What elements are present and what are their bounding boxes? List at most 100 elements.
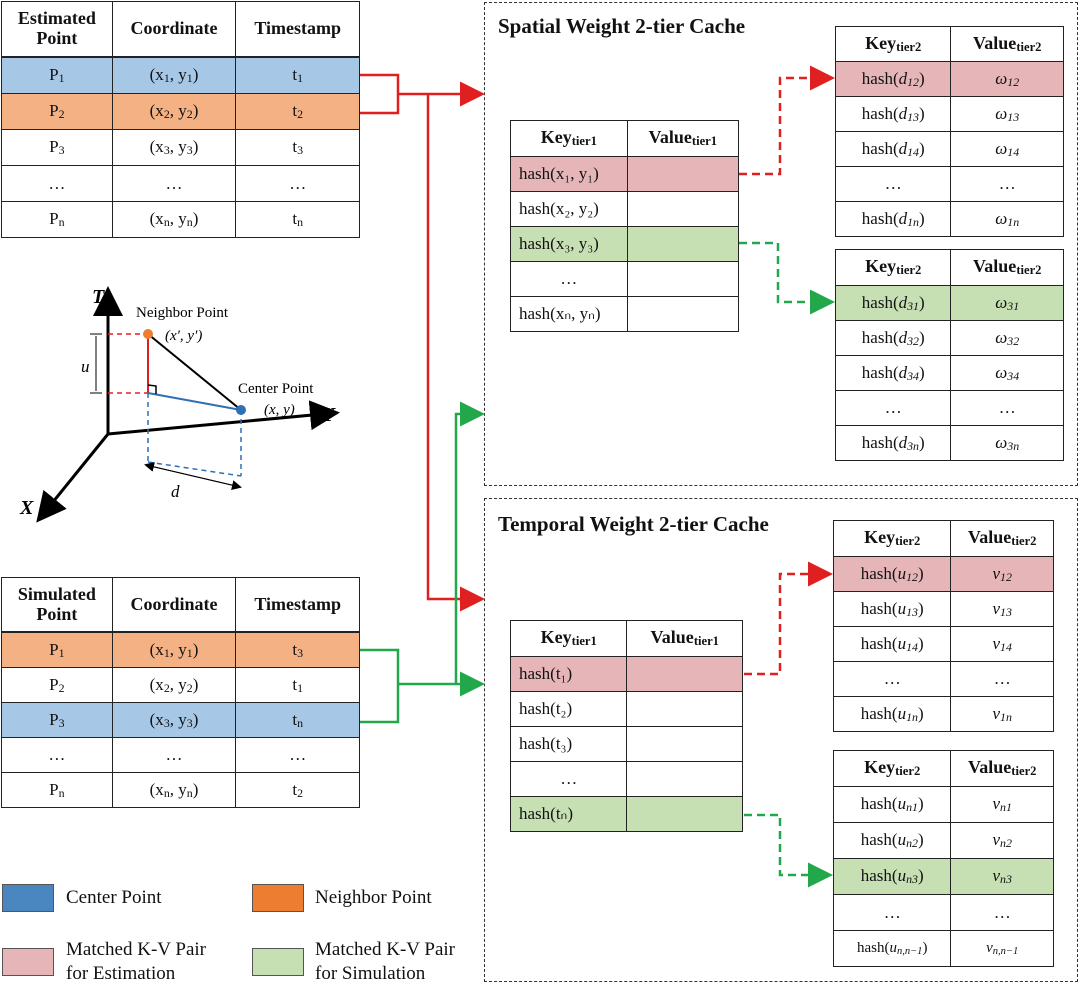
coordinate-cell: …	[111, 165, 237, 202]
center-point-label: Center Point	[238, 381, 314, 397]
tier1-value-cell	[626, 226, 740, 262]
point-cell: Pn	[1, 772, 113, 808]
tier2-row: hash(d34)ω34	[834, 355, 1064, 391]
tier2-value-cell: ω32	[950, 320, 1064, 356]
cell-text: ω	[995, 68, 1008, 88]
cell-text: d	[898, 103, 908, 123]
key-header: Keytier1	[509, 620, 628, 657]
coordinate-cell: (x1, y1)	[111, 57, 237, 94]
cell-subscript: n3	[1000, 872, 1012, 886]
cell-text: , y	[169, 137, 187, 156]
tier1-key-cell: hash(x₁, y₁)	[510, 156, 628, 192]
cell-text: (x	[149, 779, 164, 799]
cell-text: d	[898, 68, 908, 88]
cell-subscript: 31	[907, 298, 919, 313]
tier1-key-cell: hash(xₙ, yₙ)	[510, 296, 628, 332]
cell-text: hash(	[860, 703, 898, 723]
cell-text: Key	[865, 32, 897, 53]
cell-subscript: 2	[58, 107, 65, 121]
tier2-value-cell: ω14	[950, 131, 1064, 167]
cell-text: )	[922, 940, 928, 956]
d-label: d	[171, 482, 180, 501]
cell-subscript: n,n−1	[992, 946, 1019, 957]
t-axis-label: T	[92, 286, 105, 308]
cell-subscript: 14	[906, 639, 918, 654]
header-timestamp: Timestamp	[235, 577, 360, 632]
cell-subscript: 12	[907, 74, 919, 89]
cell-text: )	[919, 208, 925, 228]
cell-text: )	[192, 779, 199, 799]
cell-text: hash(	[860, 598, 898, 618]
table-row: P2(x2, y2)t2	[1, 93, 360, 130]
cell-subscript: tier1	[571, 134, 597, 149]
coordinate-cell: (xn, yn)	[111, 772, 237, 808]
tier1-key-cell: hash(x₃, y₃)	[510, 226, 628, 262]
cell-subscript: tier1	[571, 634, 597, 649]
tier1-row: hash(t₂)	[509, 691, 743, 727]
tier2-value-cell: ω12	[950, 61, 1064, 97]
tier2-key-cell: hash(d14)	[834, 131, 952, 167]
cell-text: P	[49, 137, 59, 156]
cell-text: …	[48, 745, 66, 764]
value-header: Valuetier1	[626, 620, 743, 657]
cell-text: Value	[967, 527, 1012, 548]
tier2-key-cell: hash(un,n−1)	[832, 930, 952, 967]
y-axis-label: Y	[322, 404, 336, 426]
tier2-value-cell: …	[950, 894, 1054, 931]
cell-text: P	[49, 101, 59, 120]
cell-text: , y	[169, 101, 187, 120]
cell-subscript: 3	[163, 143, 170, 157]
cell-subscript: n1	[1000, 800, 1012, 814]
tier-links	[739, 65, 835, 888]
cell-text: )	[917, 598, 924, 618]
x-axis	[36, 433, 110, 523]
coordinate-cell: (xn, yn)	[111, 201, 237, 238]
cell-subscript: 3n	[1007, 438, 1020, 453]
cell-text: )	[192, 209, 199, 228]
coordinate-cell: (x3, y3)	[111, 129, 237, 166]
tier2-row: hash(un,n−1)vn,n−1	[832, 930, 1054, 967]
cell-text: P	[49, 709, 59, 729]
cell-text: )	[919, 362, 925, 382]
coordinate-cell: (x2, y2)	[111, 667, 237, 703]
tier1-value-cell	[626, 656, 743, 692]
point-cell: P1	[1, 57, 113, 94]
cell-subscript: tier2	[895, 534, 921, 549]
cell-text: (x	[149, 674, 164, 694]
cell-subscript: 3	[58, 143, 65, 157]
cell-text: )	[919, 327, 925, 347]
table-row: P1(x1, y1)t3	[1, 632, 360, 668]
cell-text: (x	[149, 709, 164, 729]
header-simulated-point: Simulated Point	[1, 577, 113, 632]
cell-text: u	[897, 703, 907, 723]
cell-text: t	[292, 65, 298, 84]
point-cell: …	[1, 165, 113, 202]
value-header: Valuetier2	[950, 26, 1064, 62]
cell-subscript: 1	[297, 680, 304, 695]
cell-subscript: 1	[186, 645, 193, 660]
cell-text: Value	[650, 627, 694, 648]
cell-text: )	[917, 794, 924, 813]
cell-text: hash(	[860, 563, 898, 583]
tier1-value-cell	[626, 296, 740, 332]
tier2-row: hash(d1n)ω1n	[834, 201, 1064, 237]
cell-subscript: 3	[163, 715, 170, 730]
cell-subscript: tier2	[1011, 764, 1037, 779]
cell-text: hash(	[860, 830, 898, 849]
cell-text: )	[917, 866, 924, 885]
cell-subscript: 13	[906, 604, 918, 619]
tier1-key-cell: hash(x₂, y₂)	[510, 191, 628, 227]
cell-text: hash(	[861, 103, 899, 123]
header-timestamp: Timestamp	[235, 1, 360, 57]
cell-subscript: 1n	[907, 214, 919, 229]
cell-subscript: n	[163, 785, 170, 800]
cell-text: t	[292, 709, 298, 729]
estimated-point-table: Estimated Point Coordinate Timestamp	[1, 1, 360, 57]
cell-subscript: 14	[1000, 639, 1012, 654]
cell-text: u	[897, 794, 907, 813]
cell-text: hash(	[861, 292, 899, 312]
